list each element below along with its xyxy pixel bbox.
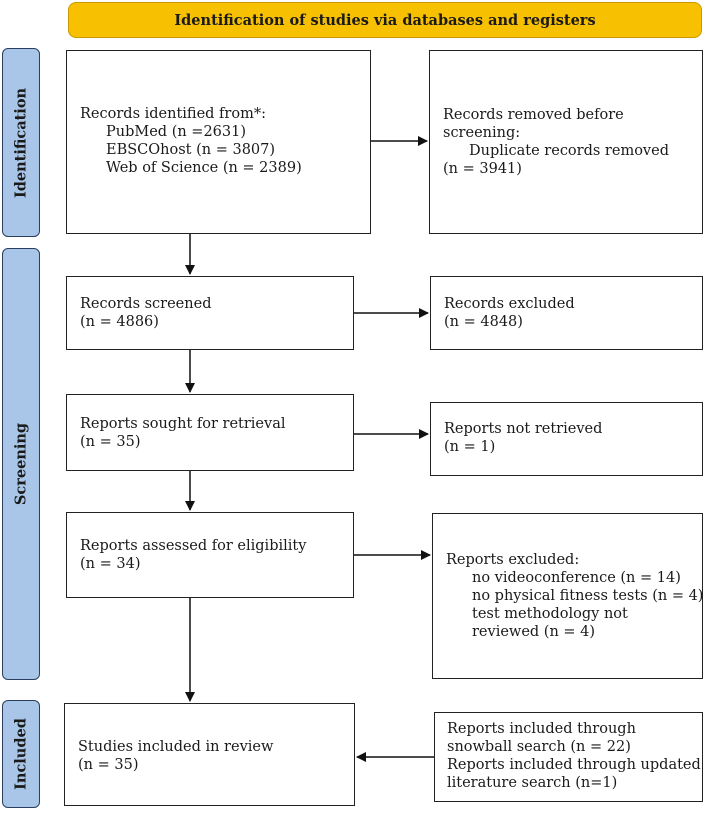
- reports-not-retrieved-box: Reports not retrieved (n = 1): [430, 402, 703, 476]
- records-screened-title: Records screened: [80, 296, 212, 312]
- reports-assessed-box: Reports assessed for eligibility (n = 34…: [66, 512, 354, 598]
- reports-sought-title: Reports sought for retrieval: [80, 416, 286, 432]
- studies-included-box: Studies included in review (n = 35): [64, 703, 355, 806]
- reports-assessed-count: (n = 34): [80, 556, 141, 572]
- records-excluded-box: Records excluded (n = 4848): [430, 276, 703, 350]
- exclusion-methodology-line2: reviewed (n = 4): [472, 624, 596, 640]
- records-removed-title: Records removed before: [443, 107, 624, 123]
- reports-not-retrieved-count: (n = 1): [444, 439, 496, 455]
- updated-search-line2: literature search (n=1): [447, 775, 618, 791]
- records-removed-box: Records removed before screening: Duplic…: [429, 50, 703, 234]
- phase-screening: Screening: [2, 248, 40, 680]
- exclusion-no-fitness-tests: no physical fitness tests (n = 4): [472, 588, 704, 604]
- reports-excluded-box: Reports excluded: no videoconference (n …: [432, 513, 703, 679]
- records-screened-box: Records screened (n = 4886): [66, 276, 354, 350]
- flow-header: Identification of studies via databases …: [68, 2, 702, 38]
- reports-snowball-box: Reports included through snowball search…: [434, 712, 703, 802]
- duplicate-records-count: (n = 3941): [443, 161, 522, 177]
- reports-not-retrieved-title: Reports not retrieved: [444, 421, 603, 437]
- source-pubmed: PubMed (n =2631): [106, 124, 247, 140]
- records-removed-subtitle: screening:: [443, 125, 521, 141]
- snowball-line2: snowball search (n = 22): [447, 739, 631, 755]
- source-ebscohost: EBSCOhost (n = 3807): [106, 142, 276, 158]
- studies-included-title: Studies included in review: [78, 739, 274, 755]
- records-identified-title: Records identified from*:: [80, 106, 266, 122]
- phase-included: Included: [2, 700, 40, 808]
- exclusion-no-videoconference: no videoconference (n = 14): [472, 570, 681, 586]
- reports-sought-box: Reports sought for retrieval (n = 35): [66, 394, 354, 471]
- phase-identification: Identification: [2, 48, 40, 237]
- reports-assessed-title: Reports assessed for eligibility: [80, 538, 307, 554]
- reports-sought-count: (n = 35): [80, 434, 141, 450]
- records-excluded-title: Records excluded: [444, 296, 575, 312]
- records-identified-box: Records identified from*: PubMed (n =263…: [66, 50, 371, 234]
- updated-search-line1: Reports included through updated: [447, 757, 701, 773]
- records-excluded-count: (n = 4848): [444, 314, 523, 330]
- snowball-line1: Reports included through: [447, 721, 636, 737]
- source-web-of-science: Web of Science (n = 2389): [106, 160, 302, 176]
- exclusion-methodology-line1: test methodology not: [472, 606, 628, 622]
- records-screened-count: (n = 4886): [80, 314, 159, 330]
- duplicate-records-label: Duplicate records removed: [469, 143, 669, 159]
- flow-header-title: Identification of studies via databases …: [174, 11, 596, 29]
- reports-excluded-title: Reports excluded:: [446, 552, 580, 568]
- studies-included-count: (n = 35): [78, 757, 139, 773]
